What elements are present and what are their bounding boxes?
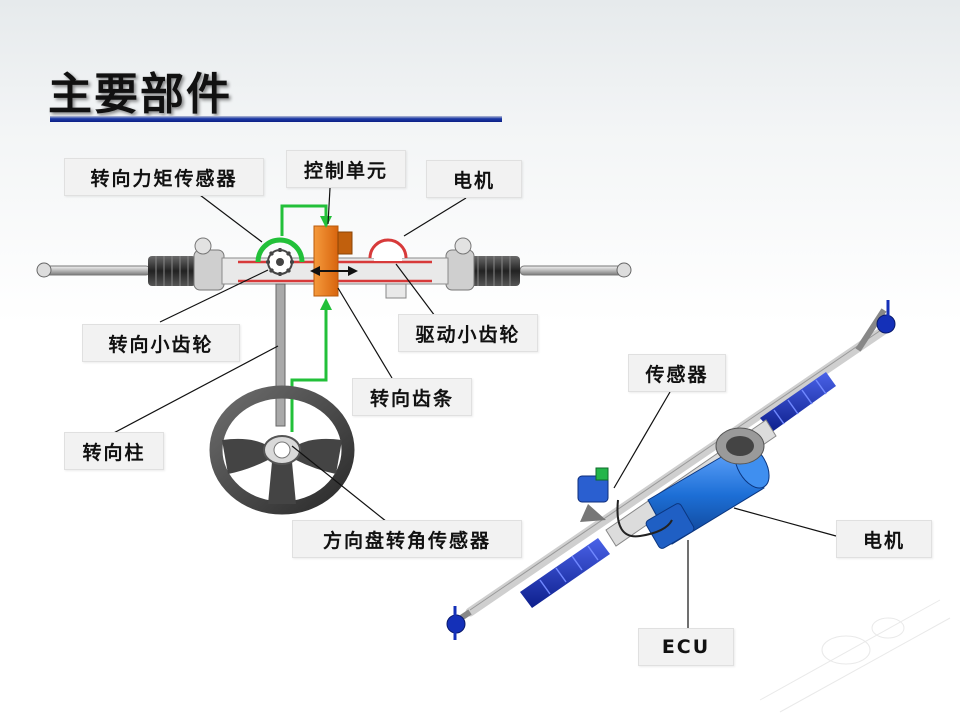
steering-wheel: [209, 385, 355, 515]
right-tie-rod-end: [616, 262, 632, 278]
left-boot: [148, 256, 196, 286]
title-underline: [50, 116, 502, 122]
left-mount: [193, 237, 225, 291]
label-control-unit: 控制单元: [286, 150, 406, 188]
label-torque-sensor: 转向力矩传感器: [64, 158, 264, 196]
label-sensor: 传感器: [628, 354, 726, 392]
torque-sensor-arc: [255, 237, 305, 263]
assembly-top-boot: [760, 372, 836, 432]
assembly-rack-edge: [469, 327, 885, 611]
motor-semicircle: [368, 238, 408, 259]
ghost-sketch: [759, 599, 951, 713]
label-drive-pinion: 驱动小齿轮: [398, 314, 538, 352]
assembly-cable: [616, 499, 673, 538]
assembly-sensor: [577, 467, 609, 522]
assembly-top-tie-end: [855, 300, 896, 352]
label-motor-top: 电机: [426, 160, 522, 198]
signal-line-angle: [290, 306, 328, 432]
rack-motion-arrow: [310, 266, 358, 276]
steering-column: [275, 283, 286, 427]
control-unit: [313, 225, 339, 297]
label-rack: 转向齿条: [352, 378, 472, 416]
left-tie-rod-end: [36, 262, 52, 278]
right-boot: [470, 256, 520, 286]
assembly-bottom-tie-end: [446, 606, 472, 640]
label-motor-right: 电机: [836, 520, 932, 558]
left-tie-rod: [41, 265, 151, 276]
assembly-bottom-boot: [520, 538, 610, 608]
assembly-right: [446, 300, 896, 640]
page-title: 主要部件: [48, 69, 232, 120]
signal-arrow-angle: [320, 298, 332, 310]
pinion-gear: [266, 248, 294, 276]
signal-arrow-torque: [320, 216, 332, 228]
label-wheel-angle-sensor: 方向盘转角传感器: [292, 520, 522, 558]
schematic-left: [36, 187, 632, 527]
leader-lines-right: [613, 391, 837, 628]
label-column: 转向柱: [64, 432, 164, 470]
assembly-rack: [465, 325, 889, 617]
label-pinion: 转向小齿轮: [82, 324, 240, 362]
drive-pinion-housing: [385, 283, 407, 299]
assembly-gear-disk: [715, 427, 765, 465]
control-unit-connector: [337, 231, 353, 255]
leader-lines-left: [107, 187, 467, 527]
motor-semicircle-fill: [374, 257, 402, 261]
right-mount: [445, 237, 475, 291]
label-ecu: ECU: [638, 628, 734, 666]
right-tie-rod: [519, 265, 626, 276]
